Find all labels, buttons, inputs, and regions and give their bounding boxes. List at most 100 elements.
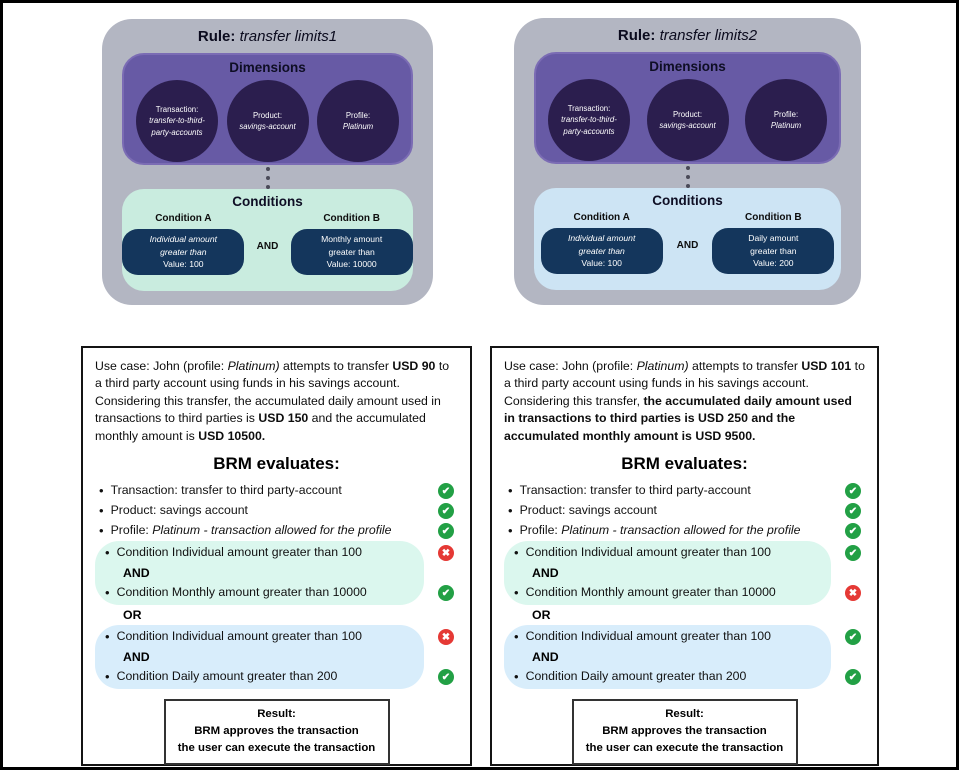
dimension-label: Transaction:: [567, 104, 611, 114]
bullet: •: [514, 585, 519, 601]
eval-item-individual: • Condition Individual amount greater th…: [95, 627, 454, 647]
and-operator: AND: [676, 240, 699, 251]
condition-text: Individual amount: [149, 234, 218, 245]
rule-title: Rule: transfer limits1: [102, 19, 433, 45]
rule-title-label: Rule:: [197, 28, 236, 45]
use-case-box-1: Use case: John (profile: Platinum) attem…: [81, 346, 472, 766]
rule-card-transfer-limits1: Rule: transfer limits1 Dimensions Transa…: [102, 19, 433, 305]
eval-item-text: Profile: Platinum - transaction allowed …: [110, 523, 392, 538]
eval-item-daily: • Condition Daily amount greater than 20…: [504, 667, 861, 687]
eval-item-text: Condition Individual amount greater than…: [525, 629, 771, 644]
dimensions-panel: Dimensions Transaction: transfer-to-thir…: [122, 53, 413, 165]
eval-item-monthly: • Condition Monthly amount greater than …: [95, 583, 454, 603]
eval-item-profile: • Profile: Platinum - transaction allowe…: [504, 521, 861, 541]
brm-evaluates-title: BRM evaluates:: [621, 454, 748, 474]
dimension-circles: Transaction: transfer-to-third-party-acc…: [536, 74, 839, 161]
conditions-title: Conditions: [652, 193, 723, 208]
bullet: •: [99, 483, 104, 499]
dimension-circle-product: Product: savings-account: [226, 80, 309, 162]
condition-b: Condition B Daily amount greater than Va…: [710, 212, 836, 274]
and-operator: AND: [532, 650, 559, 665]
status-icon: [438, 545, 454, 562]
bullet: •: [99, 523, 104, 539]
connector-dots: [265, 167, 270, 189]
bullet: •: [508, 503, 513, 519]
condition-text: Monthly amount: [321, 234, 383, 245]
eval-item-text: Condition Monthly amount greater than 10…: [116, 585, 367, 600]
status-icon: [845, 585, 861, 602]
condition-a-label: Condition A: [155, 213, 212, 224]
brm-evaluates-title: BRM evaluates:: [213, 454, 340, 474]
condition-b-label: Condition B: [323, 213, 380, 224]
or-operator: OR: [532, 608, 551, 623]
status-icon: [845, 669, 861, 686]
status-icon: [845, 545, 861, 562]
eval-item-profile: • Profile: Platinum - transaction allowe…: [95, 521, 454, 541]
condition-a-pill: Individual amount greater than Value: 10…: [540, 228, 663, 274]
result-line: BRM approves the transaction: [194, 725, 359, 738]
bullet: •: [514, 669, 519, 685]
and-operator: AND: [123, 650, 150, 665]
bullet: •: [105, 669, 110, 685]
bullet: •: [508, 523, 513, 539]
status-icon: [438, 669, 454, 686]
condition-a: Condition A Individual amount greater th…: [539, 212, 665, 274]
use-case-box-2: Use case: John (profile: Platinum) attem…: [490, 346, 879, 766]
status-icon: [438, 523, 454, 540]
dimension-label: Product:: [252, 110, 283, 120]
result-label: Result:: [257, 708, 296, 721]
bullet: •: [508, 483, 513, 499]
status-icon: [845, 523, 861, 540]
eval-item-text: Transaction: transfer to third party-acc…: [519, 483, 751, 498]
dimension-circle-profile: Profile: Platinum: [745, 79, 827, 161]
status-icon: [845, 629, 861, 646]
dimension-value: transfer-to-third-party-accounts: [561, 115, 617, 136]
conditions-panel: Conditions Condition A Individual amount…: [122, 189, 413, 291]
condition-group-daily: • Condition Individual amount greater th…: [95, 625, 454, 690]
and-operator: AND: [123, 566, 150, 581]
condition-text: Individual amount: [567, 233, 636, 244]
dimension-circles: Transaction: transfer-to-third-party-acc…: [124, 75, 411, 162]
condition-group-monthly: • Condition Individual amount greater th…: [95, 541, 454, 606]
eval-item-text: Profile: Platinum - transaction allowed …: [519, 523, 801, 538]
condition-a-label: Condition A: [573, 212, 630, 223]
rule-title-label: Rule:: [617, 27, 656, 44]
status-icon: [438, 483, 454, 500]
dimension-value: Platinum: [770, 121, 802, 130]
conditions-title: Conditions: [232, 194, 303, 209]
condition-b-pill: Monthly amount greater than Value: 10000: [290, 229, 413, 275]
eval-item-text: Condition Daily amount greater than 200: [525, 669, 747, 684]
condition-value: Value: 100: [163, 259, 204, 270]
result-line: BRM approves the transaction: [602, 725, 767, 738]
bullet: •: [105, 629, 110, 645]
bullet: •: [105, 585, 110, 601]
dimension-label: Transaction:: [155, 105, 199, 115]
eval-item-individual: • Condition Individual amount greater th…: [504, 627, 861, 647]
condition-text: greater than: [578, 245, 625, 256]
dimensions-panel: Dimensions Transaction: transfer-to-thir…: [534, 52, 841, 164]
bullet: •: [514, 545, 519, 561]
rule-title-value: transfer limits1: [239, 28, 338, 45]
condition-value: Value: 200: [753, 258, 794, 269]
condition-group-daily: • Condition Individual amount greater th…: [504, 625, 861, 690]
status-icon: [845, 483, 861, 500]
condition-group-monthly: • Condition Individual amount greater th…: [504, 541, 861, 606]
dimensions-title: Dimensions: [229, 60, 306, 75]
dimension-value: Platinum: [342, 122, 374, 131]
result-box: Result: BRM approves the transaction the…: [163, 699, 390, 765]
eval-item-text: Condition Monthly amount greater than 10…: [525, 585, 776, 600]
result-line: the user can execute the transaction: [177, 742, 376, 755]
conditions-row: Condition A Individual amount greater th…: [122, 209, 413, 275]
condition-b-pill: Daily amount greater than Value: 200: [712, 228, 835, 274]
eval-item-text: Transaction: transfer to third party-acc…: [110, 483, 342, 498]
eval-item-individual: • Condition Individual amount greater th…: [504, 543, 861, 563]
eval-item-product: • Product: savings account: [95, 501, 454, 521]
eval-item-product: • Product: savings account: [504, 501, 861, 521]
bullet: •: [99, 503, 104, 519]
eval-item-text: Product: savings account: [110, 503, 248, 518]
dimension-label: Profile:: [345, 110, 371, 120]
use-case-text: Use case: John (profile: Platinum) attem…: [504, 359, 865, 443]
dimension-value: savings-account: [659, 121, 716, 130]
dimension-value: savings-account: [239, 122, 296, 131]
status-icon: [438, 503, 454, 520]
